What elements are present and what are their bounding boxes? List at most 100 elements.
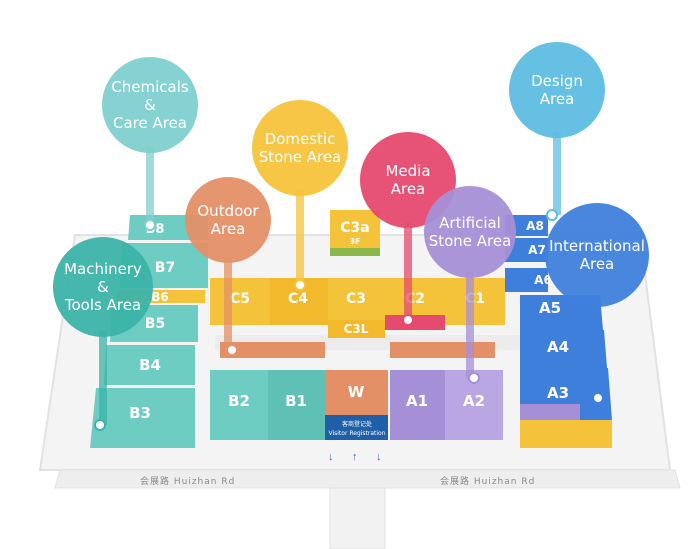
hall-c3a-base xyxy=(330,248,380,256)
map-pin-icon xyxy=(546,209,558,221)
central-halls xyxy=(220,342,495,440)
huizhan-road xyxy=(54,469,681,489)
hall-c3l[interactable] xyxy=(328,320,385,338)
bubble-stem xyxy=(553,132,561,215)
bubble-label-domestic: Stone Area xyxy=(259,148,342,166)
registration-en: Visitor Registration xyxy=(328,430,385,437)
outdoor-strip-left xyxy=(220,342,325,358)
hall-c3a[interactable] xyxy=(330,210,380,255)
road-label-left: 会展路 Huizhan Rd xyxy=(140,475,235,487)
map-pin-icon xyxy=(144,219,156,231)
outdoor-strip-right xyxy=(390,342,495,358)
hall-label-c3: C3 xyxy=(346,291,366,307)
hall-label-a2: A2 xyxy=(463,392,485,410)
hall-label-a1: A1 xyxy=(406,392,428,410)
map-pin-icon xyxy=(94,419,106,431)
hall-b3[interactable] xyxy=(90,388,195,448)
hall-label-b6: B6 xyxy=(151,290,169,304)
hall-w[interactable] xyxy=(325,370,388,415)
hall-label-a6: A6 xyxy=(534,273,552,287)
direction-arrow-icon: ↑ xyxy=(352,451,358,463)
hall-b1[interactable] xyxy=(268,370,325,440)
bubble-stem xyxy=(99,331,107,425)
bubble-stem xyxy=(296,190,304,285)
hall-label-b4: B4 xyxy=(139,356,161,374)
hall-label-b2: B2 xyxy=(228,392,250,410)
hall-label-a4: A4 xyxy=(547,338,569,356)
bubble-stem xyxy=(466,272,474,378)
bubble-chemicals[interactable]: Chemicals&Care Area xyxy=(102,57,198,231)
bubble-circle xyxy=(102,57,198,153)
hall-b4[interactable] xyxy=(104,345,195,385)
hall-label-w: W xyxy=(348,383,365,401)
bubble-label-domestic: Domestic xyxy=(265,130,336,148)
bubble-label-machinery: Tools Area xyxy=(64,296,141,314)
hall-label-c4: C4 xyxy=(288,291,308,307)
registration-cn: 客商登记处 xyxy=(342,420,372,428)
map-pin-icon xyxy=(468,372,480,384)
map-pin-icon xyxy=(592,392,604,404)
hall-label-c5: C5 xyxy=(230,291,250,307)
map-pin-icon xyxy=(402,314,414,326)
bubble-circle xyxy=(545,203,649,307)
media-zone xyxy=(385,315,445,330)
bubble-label-machinery: Machinery xyxy=(64,260,142,278)
hall-label-c3l: C3L xyxy=(344,322,369,336)
hall-label-c3a: C3a xyxy=(340,220,369,236)
bubble-circle xyxy=(252,100,348,196)
bubble-stem xyxy=(404,222,412,320)
hall-label-b1: B1 xyxy=(285,392,307,410)
hall-c3[interactable] xyxy=(328,278,385,320)
bubble-circle xyxy=(509,42,605,138)
hall-c1[interactable] xyxy=(445,278,505,325)
bubble-label-media: Area xyxy=(391,180,426,198)
bubble-label-outdoor: Area xyxy=(211,220,246,238)
bubble-circle xyxy=(53,237,153,337)
bubble-label-machinery: & xyxy=(97,278,109,296)
bubble-circle xyxy=(185,177,271,263)
hall-label-a7: A7 xyxy=(528,243,546,257)
a3-purple-zone xyxy=(520,404,580,420)
hall-label-a5: A5 xyxy=(539,299,561,317)
road-label-right: 会展路 Huizhan Rd xyxy=(440,475,535,487)
hall-label-b7: B7 xyxy=(155,260,175,276)
hall-a1[interactable] xyxy=(390,370,445,440)
bubble-label-chemicals: Care Area xyxy=(113,114,187,132)
bubble-label-artificial: Artificial xyxy=(439,214,501,232)
area-bubbles: Chemicals&Care AreaOutdoorAreaDomesticSt… xyxy=(53,42,649,431)
hall-a4[interactable] xyxy=(520,330,607,368)
direction-arrow-icon: ↓ xyxy=(328,451,334,463)
bubble-label-media: Media xyxy=(385,162,430,180)
registration-box[interactable] xyxy=(325,415,388,440)
hall-label-a8: A8 xyxy=(526,219,544,233)
bubble-machinery[interactable]: Machinery&Tools Area xyxy=(53,237,153,431)
map-pin-icon xyxy=(226,344,238,356)
hall-label-b5: B5 xyxy=(145,316,165,332)
hall-a6[interactable] xyxy=(505,268,548,292)
bubble-circle xyxy=(424,186,516,278)
hall-a7[interactable] xyxy=(505,238,548,262)
bubble-stem xyxy=(593,301,601,398)
direction-arrow-icon: ↓ xyxy=(376,451,382,463)
hall-label-floor_3f: 3F xyxy=(349,237,360,246)
entrance-arrows: ↓ ↑ ↓ xyxy=(328,451,382,463)
bubble-label-outdoor: Outdoor xyxy=(197,202,259,220)
hall-a2[interactable] xyxy=(445,370,503,440)
a3-entrance xyxy=(520,420,612,448)
a-halls xyxy=(390,215,612,448)
bubble-label-artificial: Stone Area xyxy=(429,232,512,250)
hall-b2[interactable] xyxy=(210,370,268,440)
bubble-circle xyxy=(360,132,456,228)
bubble-stem xyxy=(224,257,232,350)
bubble-label-international: Area xyxy=(580,255,615,273)
hall-c4[interactable] xyxy=(270,278,328,325)
bubble-stem xyxy=(146,147,154,225)
